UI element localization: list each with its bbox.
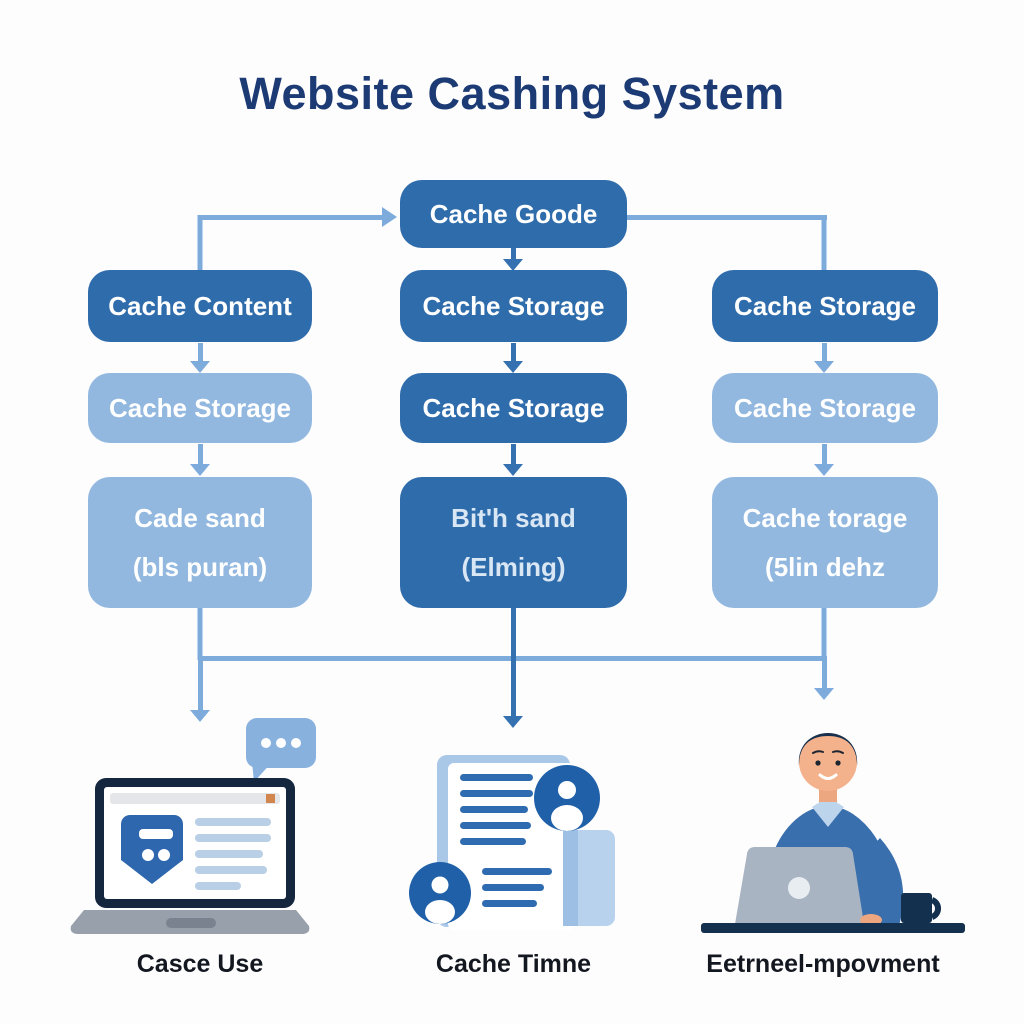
connector-left-elbow-vertical: [197, 215, 203, 272]
connector-col1-to-bus: [197, 608, 203, 660]
box-label: Cache Storage: [733, 392, 917, 423]
connector-right-elbow-horizontal: [627, 215, 827, 220]
page-title: Website Cashing System: [239, 68, 785, 119]
document-users-icon: [400, 730, 650, 940]
flow-box-col1-row1: Cache Content: [88, 270, 312, 342]
person-at-laptop-icon: [685, 690, 980, 940]
box-label-line2: (5lin dehz: [765, 551, 885, 582]
box-label: Cache Storage: [422, 392, 605, 423]
box-label: Cache Storage: [422, 290, 605, 321]
box-label: Cache Content: [108, 290, 292, 321]
box-label-line2: (bls puran): [132, 551, 268, 582]
connector-col3-to-bus: [821, 608, 827, 660]
flow-box-col3-row2: Cache Storage: [712, 373, 938, 443]
box-label: Cade sand: [134, 503, 266, 534]
chat-bubble-icon: [246, 718, 316, 782]
flow-box-root: Cache Goode: [400, 180, 627, 248]
arrow-right-icon: [382, 207, 397, 227]
laptop-browser-icon: [60, 712, 320, 940]
connector-right-elbow-vertical: [821, 215, 827, 272]
flow-box-col2-row3: Bit'h sand (Elming): [400, 477, 627, 608]
connector-left-elbow-horizontal: [198, 215, 384, 220]
box-label: Bit'h sand: [451, 503, 576, 534]
caption-col2: Cache Timne: [435, 950, 592, 978]
flow-box-col1-row2: Cache Storage: [88, 373, 312, 443]
box-label: Cache torage: [742, 503, 908, 534]
caption-col1: Casce Use: [136, 950, 264, 978]
flow-box-col3-row3: Cache torage (5lin dehz: [712, 477, 938, 608]
arrow-down-to-icon2: [502, 608, 524, 728]
flow-box-root-label: Cache Goode: [429, 198, 598, 229]
box-label: Cache Storage: [108, 392, 292, 423]
arrow-down-col1-b: [189, 444, 211, 476]
arrow-down-col1-a: [189, 343, 211, 373]
box-label: Cache Storage: [733, 290, 917, 321]
arrow-down-root: [502, 248, 524, 271]
arrow-down-col3-a: [813, 343, 835, 373]
arrow-down-col3-b: [813, 444, 835, 476]
flow-box-col2-row1: Cache Storage: [400, 270, 627, 342]
flow-box-col3-row1: Cache Storage: [712, 270, 938, 342]
box-label-line2: (Elming): [461, 551, 566, 582]
caption-col3: Eetrneel-mpovment: [706, 950, 940, 978]
arrow-down-to-icon1: [189, 658, 211, 722]
arrow-down-col2-b: [502, 444, 524, 476]
flow-box-col2-row2: Cache Storage: [400, 373, 627, 443]
arrow-down-col2-a: [502, 343, 524, 373]
flow-box-col1-row3: Cade sand (bls puran): [88, 477, 312, 608]
arrow-down-to-icon3: [813, 658, 835, 700]
